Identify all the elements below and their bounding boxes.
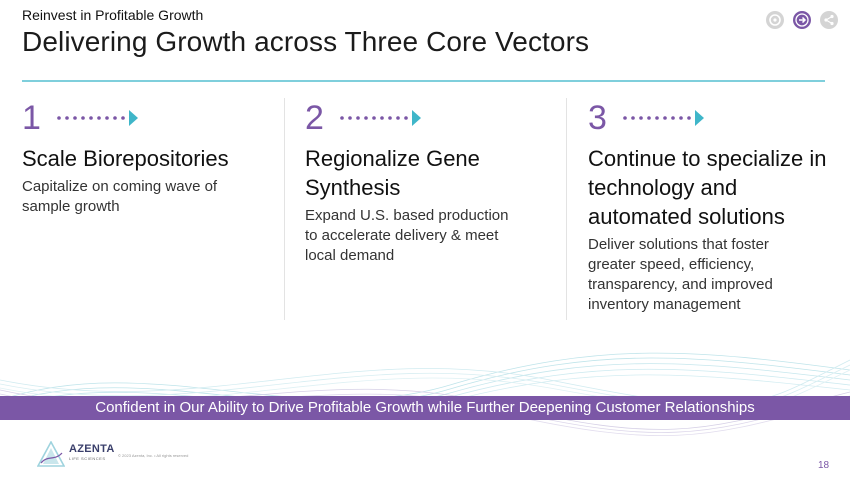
azenta-logo-icon xyxy=(37,441,65,467)
vector-number: 2 xyxy=(305,99,324,137)
logo-subtitle: LIFE SCIENCES xyxy=(69,456,106,461)
share-icon xyxy=(820,11,838,29)
vector-column-2: 2 Regionalize Gene Synthesis Expand U.S.… xyxy=(305,100,555,266)
logo-name: AZENTA xyxy=(69,443,115,455)
vector-heading: Regionalize Gene Synthesis xyxy=(305,146,480,200)
vector-heading: Continue to specialize in technology and… xyxy=(588,146,827,229)
dotted-arrow-icon xyxy=(340,110,421,126)
slide-nav xyxy=(765,10,839,30)
vector-column-3: 3 Continue to specialize in technology a… xyxy=(588,100,838,315)
company-logo: AZENTA LIFE SCIENCES xyxy=(37,441,115,467)
column-divider xyxy=(566,98,567,320)
vector-description: Capitalize on coming wave of sample grow… xyxy=(22,178,218,215)
vector-description: Deliver solutions that foster greater sp… xyxy=(588,236,773,313)
dotted-arrow-icon xyxy=(623,110,704,126)
dotted-arrow-icon xyxy=(57,110,138,126)
share-button[interactable] xyxy=(819,10,839,30)
decorative-wave-lines xyxy=(0,352,850,437)
column-divider xyxy=(284,98,285,320)
page-title: Delivering Growth across Three Core Vect… xyxy=(22,26,590,57)
next-slide-button[interactable] xyxy=(792,10,812,30)
section-kicker: Reinvest in Profitable Growth xyxy=(22,7,204,23)
next-arrow-icon xyxy=(793,11,811,29)
vector-heading: Scale Biorepositories xyxy=(22,146,229,171)
vector-number: 3 xyxy=(588,99,607,137)
vector-column-1: 1 Scale Biorepositories Capitalize on co… xyxy=(22,100,272,217)
vector-number: 1 xyxy=(22,99,41,137)
menu-circle-button[interactable] xyxy=(765,10,785,30)
title-underline xyxy=(22,80,825,82)
summary-banner: Confident in Our Ability to Drive Profit… xyxy=(0,396,850,420)
vector-description: Expand U.S. based production to accelera… xyxy=(305,207,509,264)
copyright-notice: © 2023 Azenta, Inc. • All rights reserve… xyxy=(118,453,189,458)
page-number: 18 xyxy=(818,460,830,471)
menu-circle-icon xyxy=(766,11,784,29)
